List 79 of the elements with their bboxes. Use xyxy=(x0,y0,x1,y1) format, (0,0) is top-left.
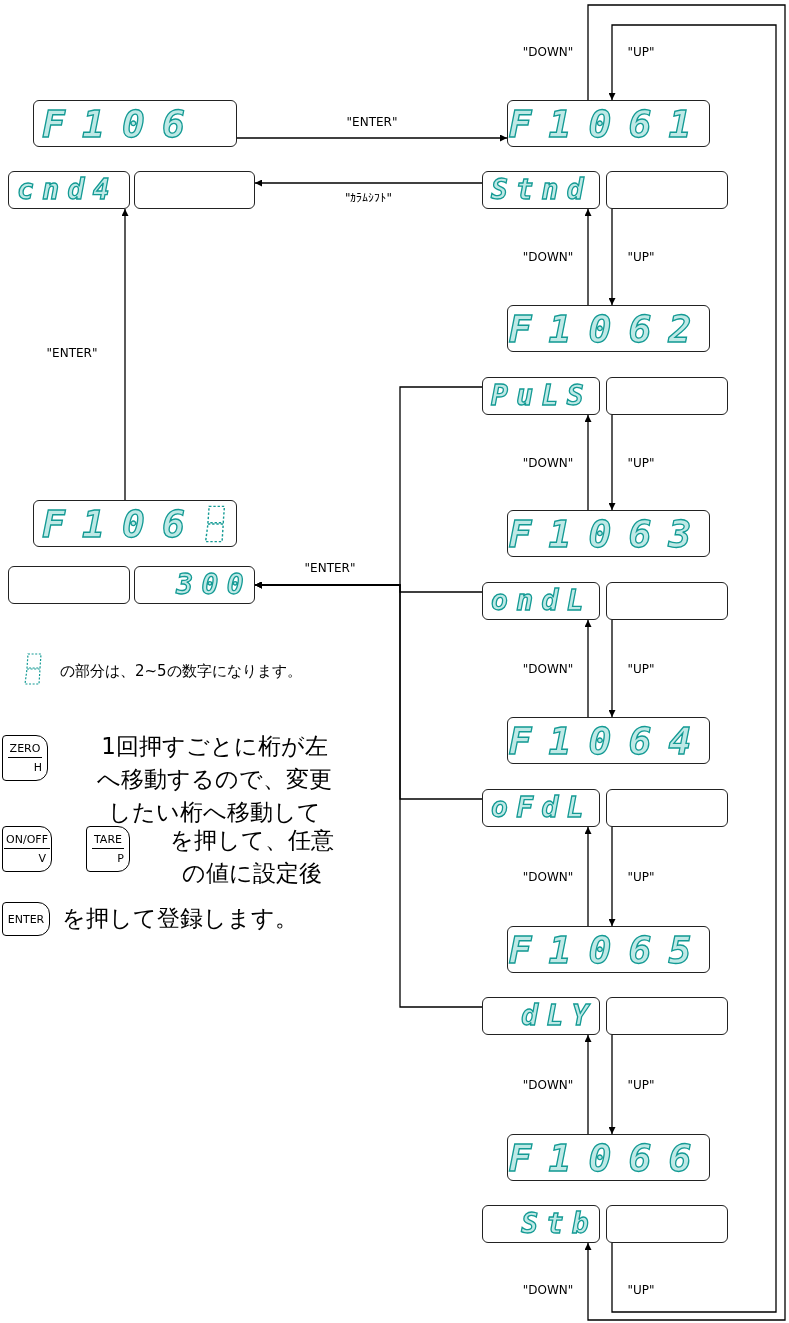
display-panel xyxy=(134,566,255,604)
instruction-text: 1回押すごとに桁が左へ移動するので、変更したい桁へ移動して xyxy=(96,732,333,827)
arrow xyxy=(121,208,129,501)
display-panel xyxy=(482,171,600,209)
display-text: F1061 xyxy=(508,104,709,143)
display-text: F1066 xyxy=(508,1138,709,1177)
arrow xyxy=(584,1034,592,1135)
note-text: の部分は、2~5の数字になります。 xyxy=(60,661,302,682)
edge-label: "ｶﾗﾑｼﾌﾄ" xyxy=(343,192,394,204)
edge-label: "DOWN" xyxy=(520,251,576,263)
edge-label: "ENTER" xyxy=(302,562,358,574)
display-panel xyxy=(482,789,600,827)
key-label: ZERO xyxy=(7,743,43,758)
edge-label: "UP" xyxy=(625,456,657,469)
display-panel xyxy=(134,171,255,209)
display-text: F1062 xyxy=(508,309,709,348)
edge-label: "DOWN" xyxy=(520,456,576,469)
edge-label: "UP" xyxy=(625,1078,657,1091)
key-label: V xyxy=(38,851,47,864)
display-text: ondL xyxy=(491,587,593,615)
instruction-text: を押して登録します。 xyxy=(62,904,298,933)
display-panel xyxy=(8,566,130,604)
arrow xyxy=(608,208,616,306)
display-text: oFdL xyxy=(491,794,593,822)
instruction-text: を押して、任意の値に設定後 xyxy=(168,826,335,888)
key-name-text: "DOWN" xyxy=(520,1284,576,1296)
edge-label: "DOWN" xyxy=(520,1078,576,1091)
key-label: ENTER xyxy=(7,913,45,925)
edge-label: "DOWN" xyxy=(520,870,576,883)
key-label: P xyxy=(117,851,125,864)
edge-label: "UP" xyxy=(625,251,657,263)
arrow xyxy=(236,134,508,142)
display-panel xyxy=(8,171,130,209)
display-panel xyxy=(482,997,600,1035)
display-panel xyxy=(606,171,728,209)
display-panel xyxy=(482,377,600,415)
arrow xyxy=(254,581,483,1008)
arrow xyxy=(608,1034,616,1135)
edge-label: "ENTER" xyxy=(344,116,400,128)
edge-label: "UP" xyxy=(625,870,657,883)
display-text: Stnd xyxy=(491,176,593,204)
arrow xyxy=(584,826,592,927)
key-name-text: "UP" xyxy=(625,1284,657,1296)
arrow xyxy=(608,24,777,1313)
arrow xyxy=(584,414,592,511)
arrow xyxy=(608,414,616,511)
display-text: F1064 xyxy=(508,721,709,760)
edge-label: "DOWN" xyxy=(520,662,576,675)
display-panel xyxy=(33,100,237,147)
display-text: F106 xyxy=(42,104,202,143)
display-text: F1065 xyxy=(508,930,709,969)
arrow xyxy=(608,826,616,927)
display-text: 300 xyxy=(176,571,252,599)
edge-label: "UP" xyxy=(625,46,657,58)
display-panel xyxy=(606,997,728,1035)
display-text: F106 xyxy=(42,504,202,543)
display-panel xyxy=(33,500,237,547)
arrow xyxy=(584,4,786,1321)
display-text: Stb xyxy=(521,1210,597,1238)
arrow xyxy=(254,179,483,187)
display-panel xyxy=(606,1205,728,1243)
display-panel xyxy=(606,582,728,620)
key-label: TARE xyxy=(92,834,124,849)
key-label: ON/OFF xyxy=(4,834,50,849)
key-label: H xyxy=(33,760,43,773)
arrow xyxy=(608,619,616,718)
edge-label: "ENTER" xyxy=(44,346,100,359)
display-text: dLY xyxy=(521,1002,597,1030)
display-text: cnd4 xyxy=(17,176,119,204)
display-panel xyxy=(482,1205,600,1243)
edge-label: "DOWN" xyxy=(520,46,576,58)
display-text: PuLS xyxy=(491,382,593,410)
arrow xyxy=(584,619,592,718)
edge-label: "UP" xyxy=(625,662,657,675)
display-text: F1063 xyxy=(508,514,709,553)
display-panel xyxy=(606,789,728,827)
display-panel xyxy=(482,582,600,620)
arrow xyxy=(584,208,592,306)
display-panel xyxy=(606,377,728,415)
